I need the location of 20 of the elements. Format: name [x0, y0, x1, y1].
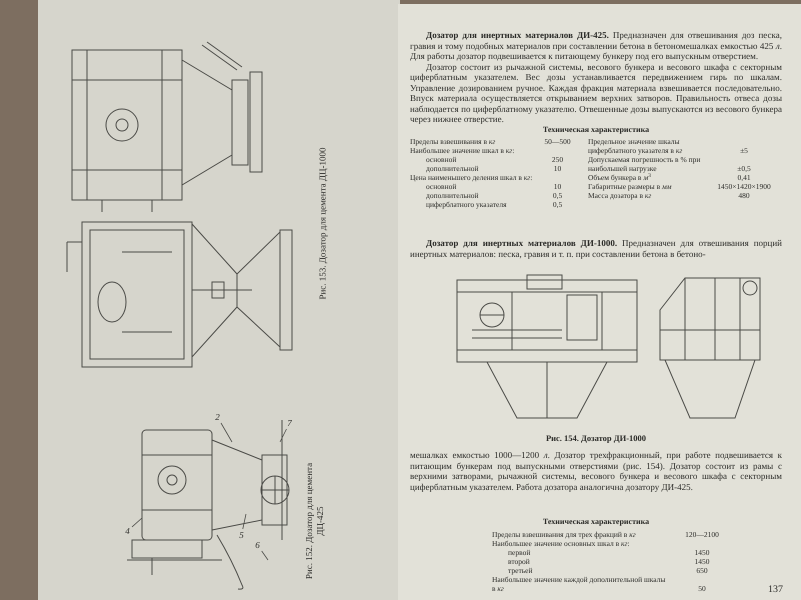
paragraph: Дозатор для инертных материалов ДИ-425. Предназначен для отвешивания доз песка, гравия и тому подобных материалов при составлении бетона в бетономешалках емкостью 425 л. Для работы дозатор подвешивается к питающему бункеру под его выпускным отверстием. [410, 30, 782, 62]
table-heading: Техническая характеристика [542, 124, 650, 136]
leader-line [220, 422, 232, 442]
figure-caption: Рис. 154. Дозатор ДИ-1000 [544, 432, 648, 445]
figure-caption: Рис. 153. Дозатор для цемента ДЦ-1000 [318, 146, 328, 302]
callout-number: 7 [286, 418, 293, 428]
paragraph: мешалках емкостью 1000—1200 л. Дозатор трехфракционный, при работе подвешивается к питающим бункерам под выпускными отверстиями (рис. 154). Дозатор состоит из рамы с верхними затворами, рычажной системы, весового бункера и весового шкафа с секторным циферблатным указателем. Работа дозатора аналогична дозатору ДИ-425. [410, 450, 782, 492]
callout-number: 2 [214, 412, 221, 422]
table-heading: Техническая характеристика [542, 516, 650, 528]
paragraph: Дозатор для инертных материалов ДИ-1000. Предназначен для отвешивания порций инертных материалов: песка, гравия и т. п. при составлении бетона в бетоно- [410, 238, 782, 259]
leader-line [132, 518, 142, 528]
leader-line [242, 514, 246, 530]
leader-line [280, 428, 287, 442]
figure-caption: Рис. 152. Дозатор для цемента ДЦ-425 [304, 462, 326, 582]
leader-line [261, 550, 268, 560]
page-number: 137 [768, 584, 783, 596]
callout-number: 5 [238, 530, 245, 540]
callout-number: 6 [254, 540, 261, 550]
callout-number: 4 [124, 526, 131, 536]
paragraph: Дозатор состоит из рычажной системы, весового бункера и весового шкафа с секторным циферблатным указателем. Вес дозы устанавливается передвижением гирь по шкалам. Управление дозированием ручное. Каждая фракция материала взвешивается последовательно. Впуск материала осуществляется открыванием верхних затворов. Правильность отвеса дозы наблюдается по циферблатному указателю. Отвешенные дозы выпускаются из весового бункера через нижнее отверстие. [410, 62, 782, 124]
